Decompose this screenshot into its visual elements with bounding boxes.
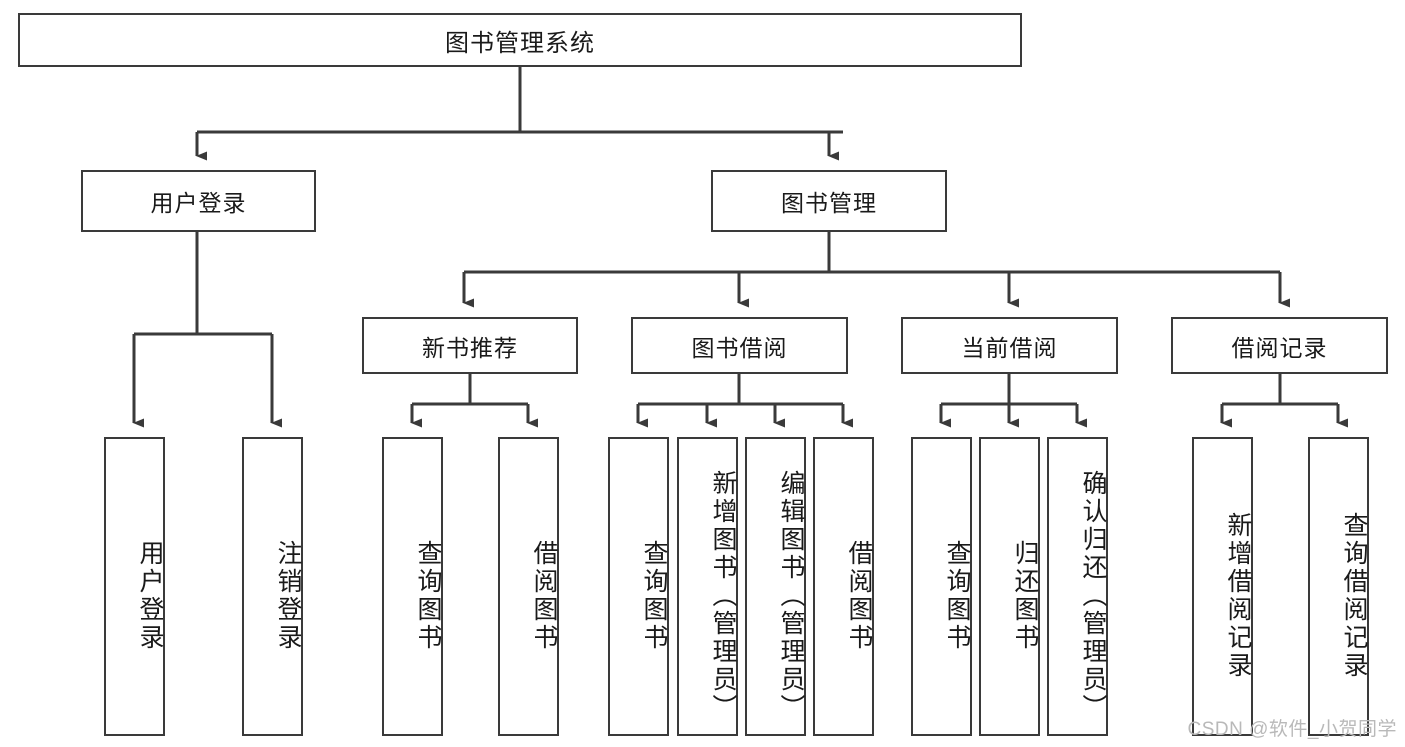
node-leaf-borrow-book-1[interactable]: 借阅图书 — [498, 437, 559, 736]
node-book-management-label: 图书管理 — [781, 190, 877, 216]
node-current-borrow[interactable]: 当前借阅 — [901, 317, 1118, 374]
node-leaf-borrow-book-2[interactable]: 借阅图书 — [813, 437, 874, 736]
node-user-login-label: 用户登录 — [150, 190, 247, 216]
node-leaf-query-book-3-label: 查询图书 — [943, 539, 971, 652]
node-new-book-recommend[interactable]: 新书推荐 — [362, 317, 578, 374]
node-leaf-edit-book-label: 编辑图书（管理员） — [777, 469, 805, 722]
node-leaf-add-book[interactable]: 新增图书（管理员） — [677, 437, 738, 736]
watermark-text: CSDN @软件_小贺同学 — [1187, 719, 1397, 740]
node-leaf-query-book-1-label: 查询图书 — [414, 539, 442, 652]
node-book-borrow[interactable]: 图书借阅 — [631, 317, 848, 374]
node-leaf-query-borrow-record[interactable]: 查询借阅记录 — [1308, 437, 1369, 736]
node-leaf-add-book-label: 新增图书（管理员） — [709, 469, 737, 722]
node-leaf-borrow-book-1-label: 借阅图书 — [530, 539, 558, 652]
node-current-borrow-label: 当前借阅 — [961, 334, 1058, 361]
node-borrow-record[interactable]: 借阅记录 — [1171, 317, 1388, 374]
node-borrow-record-label: 借阅记录 — [1231, 334, 1328, 361]
node-leaf-query-book-2[interactable]: 查询图书 — [608, 437, 669, 736]
node-leaf-confirm-return-label: 确认归还（管理员） — [1079, 469, 1107, 722]
node-leaf-borrow-book-2-label: 借阅图书 — [845, 539, 873, 652]
node-leaf-query-book-3[interactable]: 查询图书 — [911, 437, 972, 736]
node-leaf-return-book[interactable]: 归还图书 — [979, 437, 1040, 736]
node-leaf-confirm-return[interactable]: 确认归还（管理员） — [1047, 437, 1108, 736]
node-leaf-logout-login-label: 注销登录 — [274, 539, 302, 652]
node-book-borrow-label: 图书借阅 — [691, 334, 788, 361]
node-leaf-add-borrow-record-label: 新增借阅记录 — [1224, 511, 1252, 680]
node-user-login[interactable]: 用户登录 — [81, 170, 316, 232]
node-leaf-return-book-label: 归还图书 — [1011, 539, 1039, 652]
node-leaf-logout-login[interactable]: 注销登录 — [242, 437, 303, 736]
node-root-system[interactable]: 图书管理系统 — [18, 13, 1022, 67]
node-root-label: 图书管理系统 — [445, 29, 595, 57]
node-leaf-user-login[interactable]: 用户登录 — [104, 437, 165, 736]
node-book-management[interactable]: 图书管理 — [711, 170, 947, 232]
node-leaf-query-book-2-label: 查询图书 — [640, 539, 668, 652]
node-leaf-add-borrow-record[interactable]: 新增借阅记录 — [1192, 437, 1253, 736]
node-leaf-query-book-1[interactable]: 查询图书 — [382, 437, 443, 736]
node-leaf-edit-book[interactable]: 编辑图书（管理员） — [745, 437, 806, 736]
node-new-book-recommend-label: 新书推荐 — [422, 334, 518, 361]
node-leaf-query-borrow-record-label: 查询借阅记录 — [1340, 511, 1368, 680]
node-leaf-user-login-label: 用户登录 — [136, 539, 164, 652]
